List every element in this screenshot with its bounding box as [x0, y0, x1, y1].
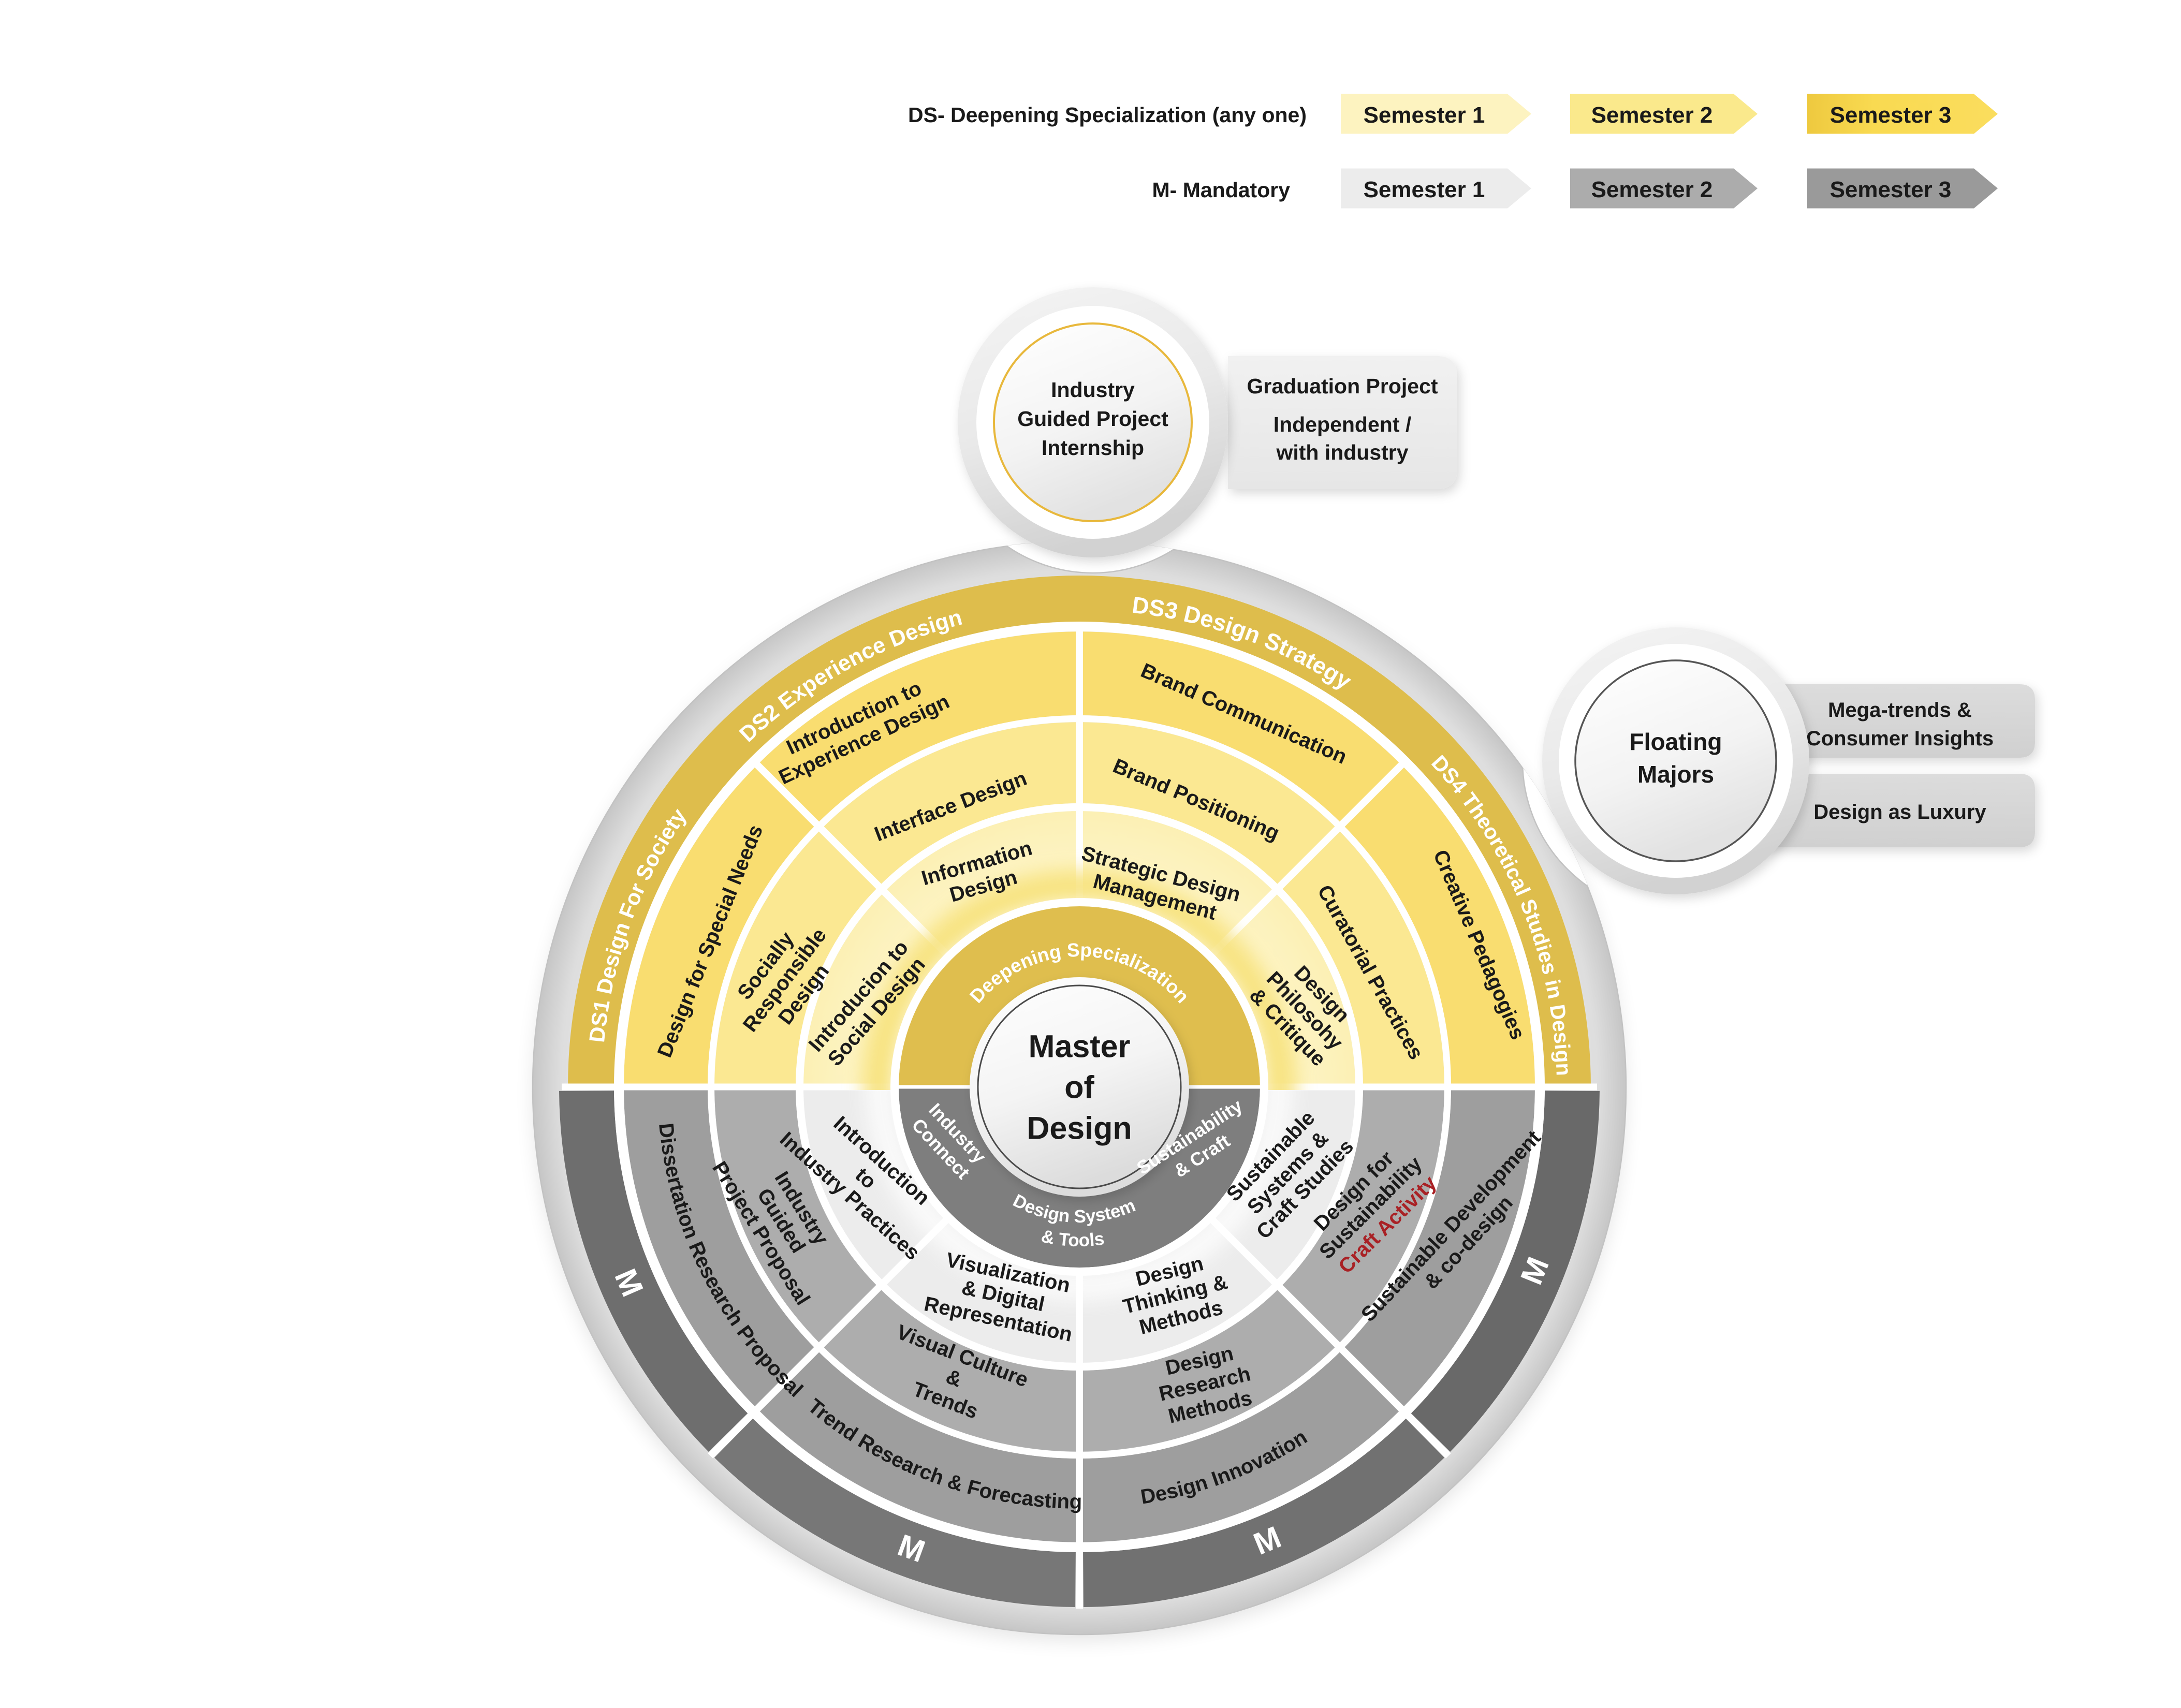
svg-text:Semester 1: Semester 1 [1364, 177, 1485, 202]
svg-text:Design: Design [1027, 1111, 1132, 1146]
svg-text:Graduation Project: Graduation Project [1247, 374, 1438, 398]
svg-text:of: of [1064, 1070, 1094, 1105]
svg-text:Guided Project: Guided Project [1017, 407, 1168, 431]
svg-text:Mega-trends &: Mega-trends & [1828, 699, 1972, 722]
svg-text:Floating: Floating [1630, 728, 1722, 755]
svg-text:Industry: Industry [1051, 378, 1135, 402]
svg-text:Semester 2: Semester 2 [1591, 102, 1713, 128]
svg-text:Semester 2: Semester 2 [1591, 177, 1713, 202]
svg-text:Independent /: Independent / [1274, 413, 1412, 436]
svg-text:Semester 3: Semester 3 [1830, 102, 1952, 128]
svg-text:DS- Deepening Specialization (: DS- Deepening Specialization (any one) [908, 103, 1307, 127]
svg-text:Consumer Insights: Consumer Insights [1806, 727, 1994, 750]
svg-text:Design as Luxury: Design as Luxury [1813, 801, 1986, 823]
svg-text:Internship: Internship [1042, 436, 1144, 460]
svg-text:Majors: Majors [1637, 761, 1714, 788]
svg-text:Semester 1: Semester 1 [1364, 102, 1485, 128]
svg-text:with industry: with industry [1276, 440, 1408, 464]
svg-text:Semester 3: Semester 3 [1830, 177, 1952, 202]
svg-text:M- Mandatory: M- Mandatory [1152, 178, 1291, 202]
svg-text:Master: Master [1029, 1029, 1131, 1064]
